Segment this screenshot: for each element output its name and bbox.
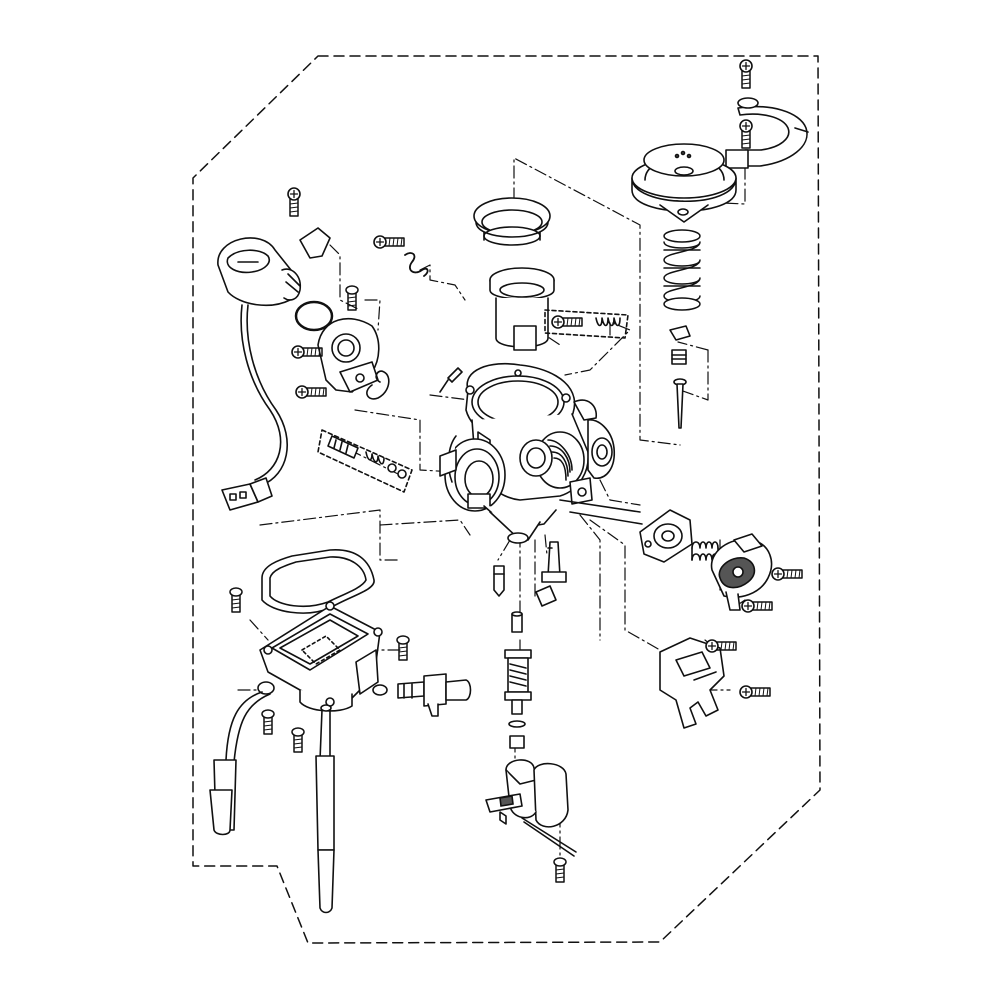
chamber-screw-upper <box>396 635 410 661</box>
choke-housing <box>317 318 380 393</box>
bracket-screw-upper <box>739 59 753 89</box>
choke-screw-lower <box>295 385 327 399</box>
bracket-screw-b <box>739 685 771 699</box>
float <box>485 759 569 828</box>
pilot-screw-upper <box>544 309 629 339</box>
solenoid <box>397 673 472 717</box>
hose-screw <box>261 709 275 735</box>
choke-plate <box>299 227 331 259</box>
throttle-lever-bracket <box>659 637 725 729</box>
choke-wire-clip <box>366 370 390 400</box>
main-jet <box>504 611 532 749</box>
connector <box>221 477 273 511</box>
overflow-tube <box>315 704 335 914</box>
drain-hose <box>209 681 275 836</box>
float-pin <box>521 817 577 857</box>
float-valve <box>493 565 505 597</box>
vacuum-piston <box>489 267 555 351</box>
pilot-screw-set <box>317 429 413 493</box>
pilot-needle <box>439 367 463 393</box>
cover-bracket <box>725 97 809 169</box>
dashed-border <box>192 55 821 944</box>
hose-clip <box>404 252 429 277</box>
pump-screw-lower <box>741 599 773 613</box>
needle-jet <box>535 541 567 607</box>
piston-spring <box>663 229 701 311</box>
float-chamber <box>259 601 383 712</box>
auto-choke <box>217 237 302 486</box>
float-chamber-gasket <box>261 549 375 614</box>
pump-screw-upper <box>771 567 803 581</box>
o-ring <box>294 300 334 332</box>
accelerator-pump-cover <box>710 533 773 611</box>
chamber-screw-lower <box>291 727 305 753</box>
carburetor-body <box>439 362 643 544</box>
bracket-screw-a <box>705 639 737 653</box>
vacuum-top-cover <box>631 143 737 223</box>
screw-clip <box>373 235 405 249</box>
drain-screw <box>229 587 243 613</box>
pump-diaphragm <box>639 509 693 563</box>
diaphragm <box>473 197 551 246</box>
bracket-screw-lower <box>739 119 753 149</box>
chamber-o-ring <box>372 684 388 696</box>
choke-screw-side <box>291 345 323 359</box>
float-screw <box>553 857 567 883</box>
choke-screw <box>287 187 301 217</box>
jet-needle <box>669 325 691 429</box>
